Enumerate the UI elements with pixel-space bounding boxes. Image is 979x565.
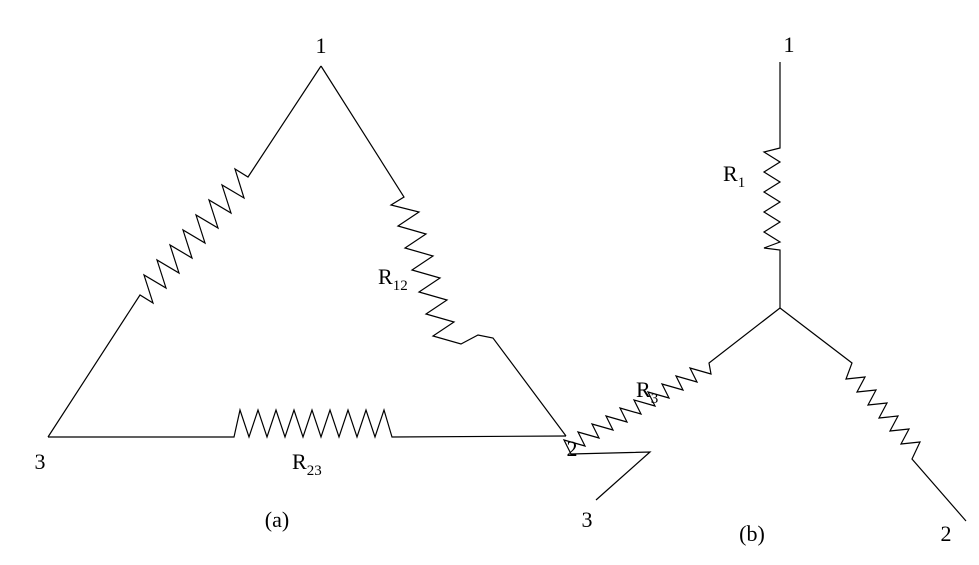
delta-network: 1 2 3 R12 R23 (a) [35, 33, 578, 532]
wye-node-2-label: 2 [941, 521, 952, 546]
delta-node-1-label: 1 [316, 33, 327, 58]
wye-node-3-label: 3 [582, 507, 593, 532]
wye-node-1-label: 1 [784, 32, 795, 57]
r23-letter: R [292, 449, 307, 474]
delta-node-2-label: 2 [567, 436, 578, 461]
delta-wire-1-2 [320, 65, 567, 437]
r1-label: R1 [723, 161, 745, 191]
r3-subscript: 3 [651, 391, 659, 407]
r1-subscript: 1 [738, 175, 746, 191]
wye-wire-3 [562, 307, 781, 501]
wye-wire-1 [762, 62, 782, 308]
wye-wire-2 [779, 307, 967, 522]
r3-label: R3 [636, 377, 658, 407]
delta-node-3-label: 3 [35, 449, 46, 474]
r23-label: R23 [292, 449, 322, 479]
r12-label: R12 [378, 264, 408, 294]
delta-caption: (a) [265, 507, 289, 532]
r23-subscript: 23 [307, 463, 322, 479]
r12-letter: R [378, 264, 393, 289]
r1-letter: R [723, 161, 738, 186]
r12-subscript: 12 [393, 278, 408, 294]
wye-caption: (b) [739, 521, 765, 546]
delta-wire-1-3 [47, 65, 322, 438]
r3-letter: R [636, 377, 651, 402]
wye-network: 1 2 3 R1 R3 (b) [562, 32, 967, 546]
delta-wire-3-2 [48, 407, 567, 439]
